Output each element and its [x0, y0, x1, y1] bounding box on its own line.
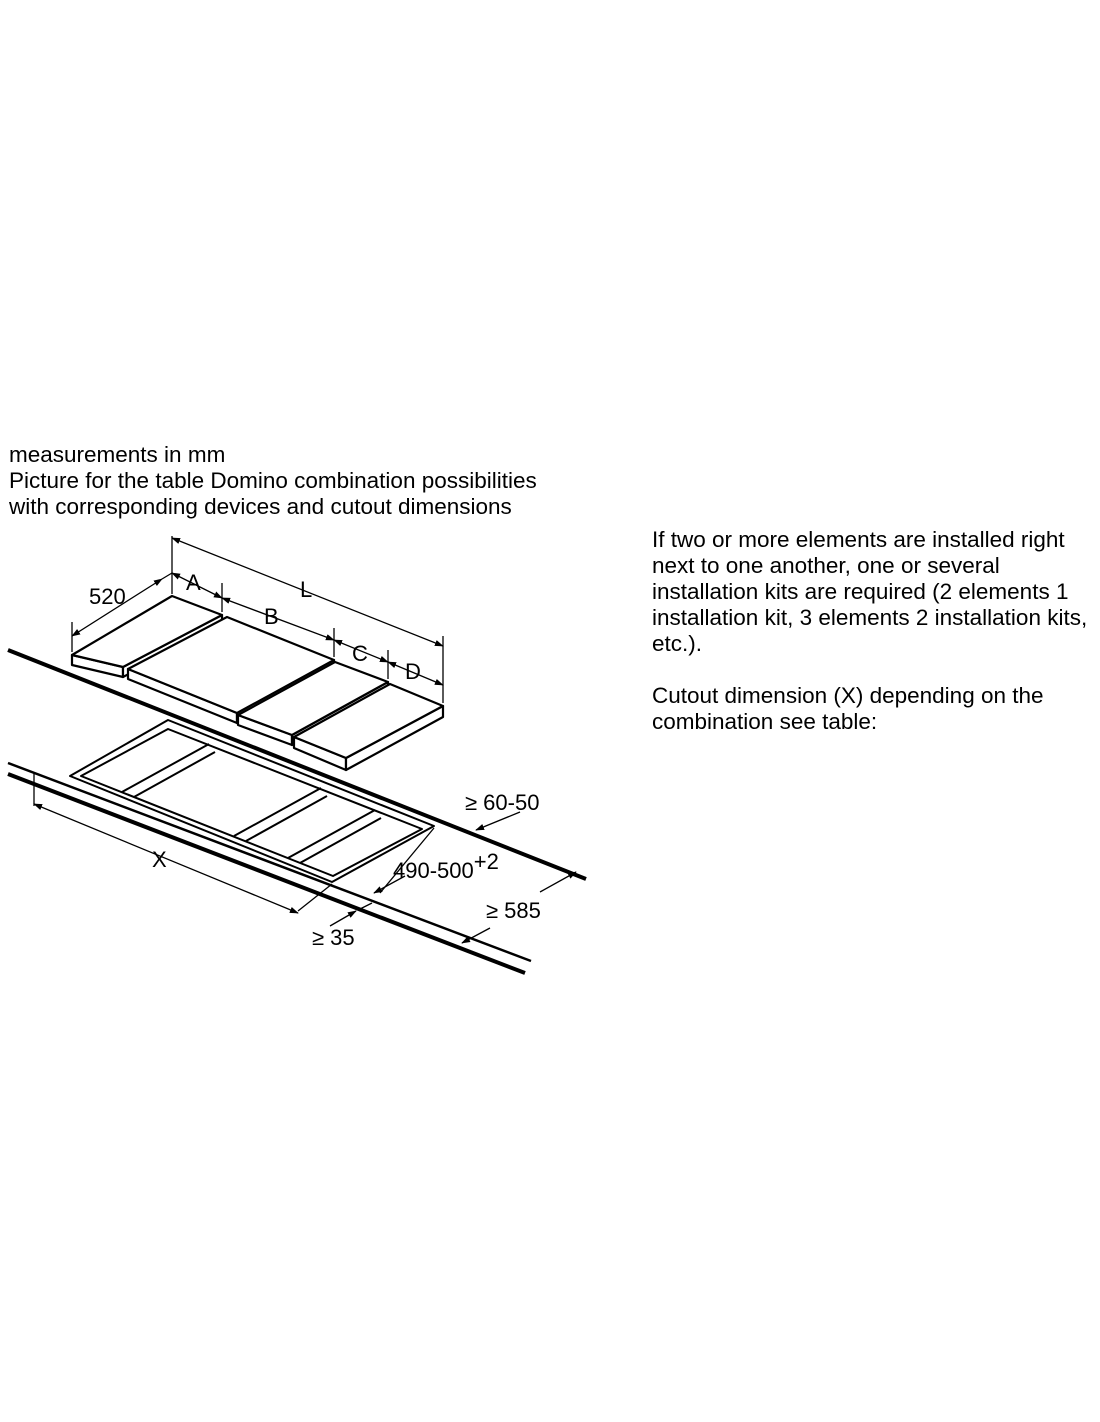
side-gap-label: ≥ 35: [312, 925, 355, 950]
cutout-depth-value: 490-500: [393, 858, 474, 883]
label-b: B: [264, 604, 279, 629]
worktop-depth-leader-back: [539, 871, 577, 893]
dimension-l-line: [171, 537, 444, 647]
cutout-depth-leader: [373, 875, 406, 894]
dimension-labels: 520 A L B C D X ≥ 60-50 490-500+2 ≥ 585 …: [89, 570, 541, 950]
cutout-divider-1b: [133, 751, 216, 798]
cutout-depth-tolerance: +2: [474, 849, 499, 874]
worktop-depth-label: ≥ 585: [486, 898, 541, 923]
label-a: A: [186, 570, 201, 595]
installation-note: If two or more elements are installed ri…: [652, 527, 1092, 735]
dimension-x-line: [33, 803, 299, 914]
label-l: L: [300, 577, 312, 602]
worktop-depth-leader: [461, 927, 491, 944]
depth-label: 520: [89, 584, 126, 609]
label-c: C: [352, 641, 368, 666]
cutout-divider-3: [287, 809, 376, 859]
cutout-divider-1: [121, 743, 210, 793]
dimension-d-line: [387, 661, 444, 686]
depth-dimension-line: [71, 578, 163, 637]
installation-kit-paragraph: If two or more elements are installed ri…: [652, 527, 1088, 656]
cutout-divider-2b: [245, 795, 328, 842]
caption: measurements in mm Picture for the table…: [9, 442, 649, 520]
label-d: D: [405, 659, 421, 684]
front-gap-label: ≥ 60-50: [465, 790, 539, 815]
extension-line: [379, 827, 435, 894]
worktop-back-edge: [7, 648, 587, 881]
label-x: X: [152, 847, 167, 872]
caption-title-line: Picture for the table Domino combination…: [9, 468, 537, 493]
front-gap-leader: [475, 811, 521, 831]
module-d: [292, 682, 445, 772]
cutout-divider-2: [233, 787, 322, 837]
caption-subtitle-line: with corresponding devices and cutout di…: [9, 494, 512, 519]
side-gap-leader-front: [359, 902, 373, 910]
caption-units-line: measurements in mm: [9, 442, 226, 467]
cutout-dimension-paragraph: Cutout dimension (X) depending on the co…: [652, 683, 1044, 734]
dimension-lines: [33, 536, 577, 944]
side-gap-leader: [329, 910, 357, 927]
cutout-depth-label: 490-500+2: [393, 849, 499, 883]
extension-line: [297, 883, 333, 912]
leader-line: [161, 572, 173, 580]
cutout-divider-3b: [299, 817, 382, 864]
